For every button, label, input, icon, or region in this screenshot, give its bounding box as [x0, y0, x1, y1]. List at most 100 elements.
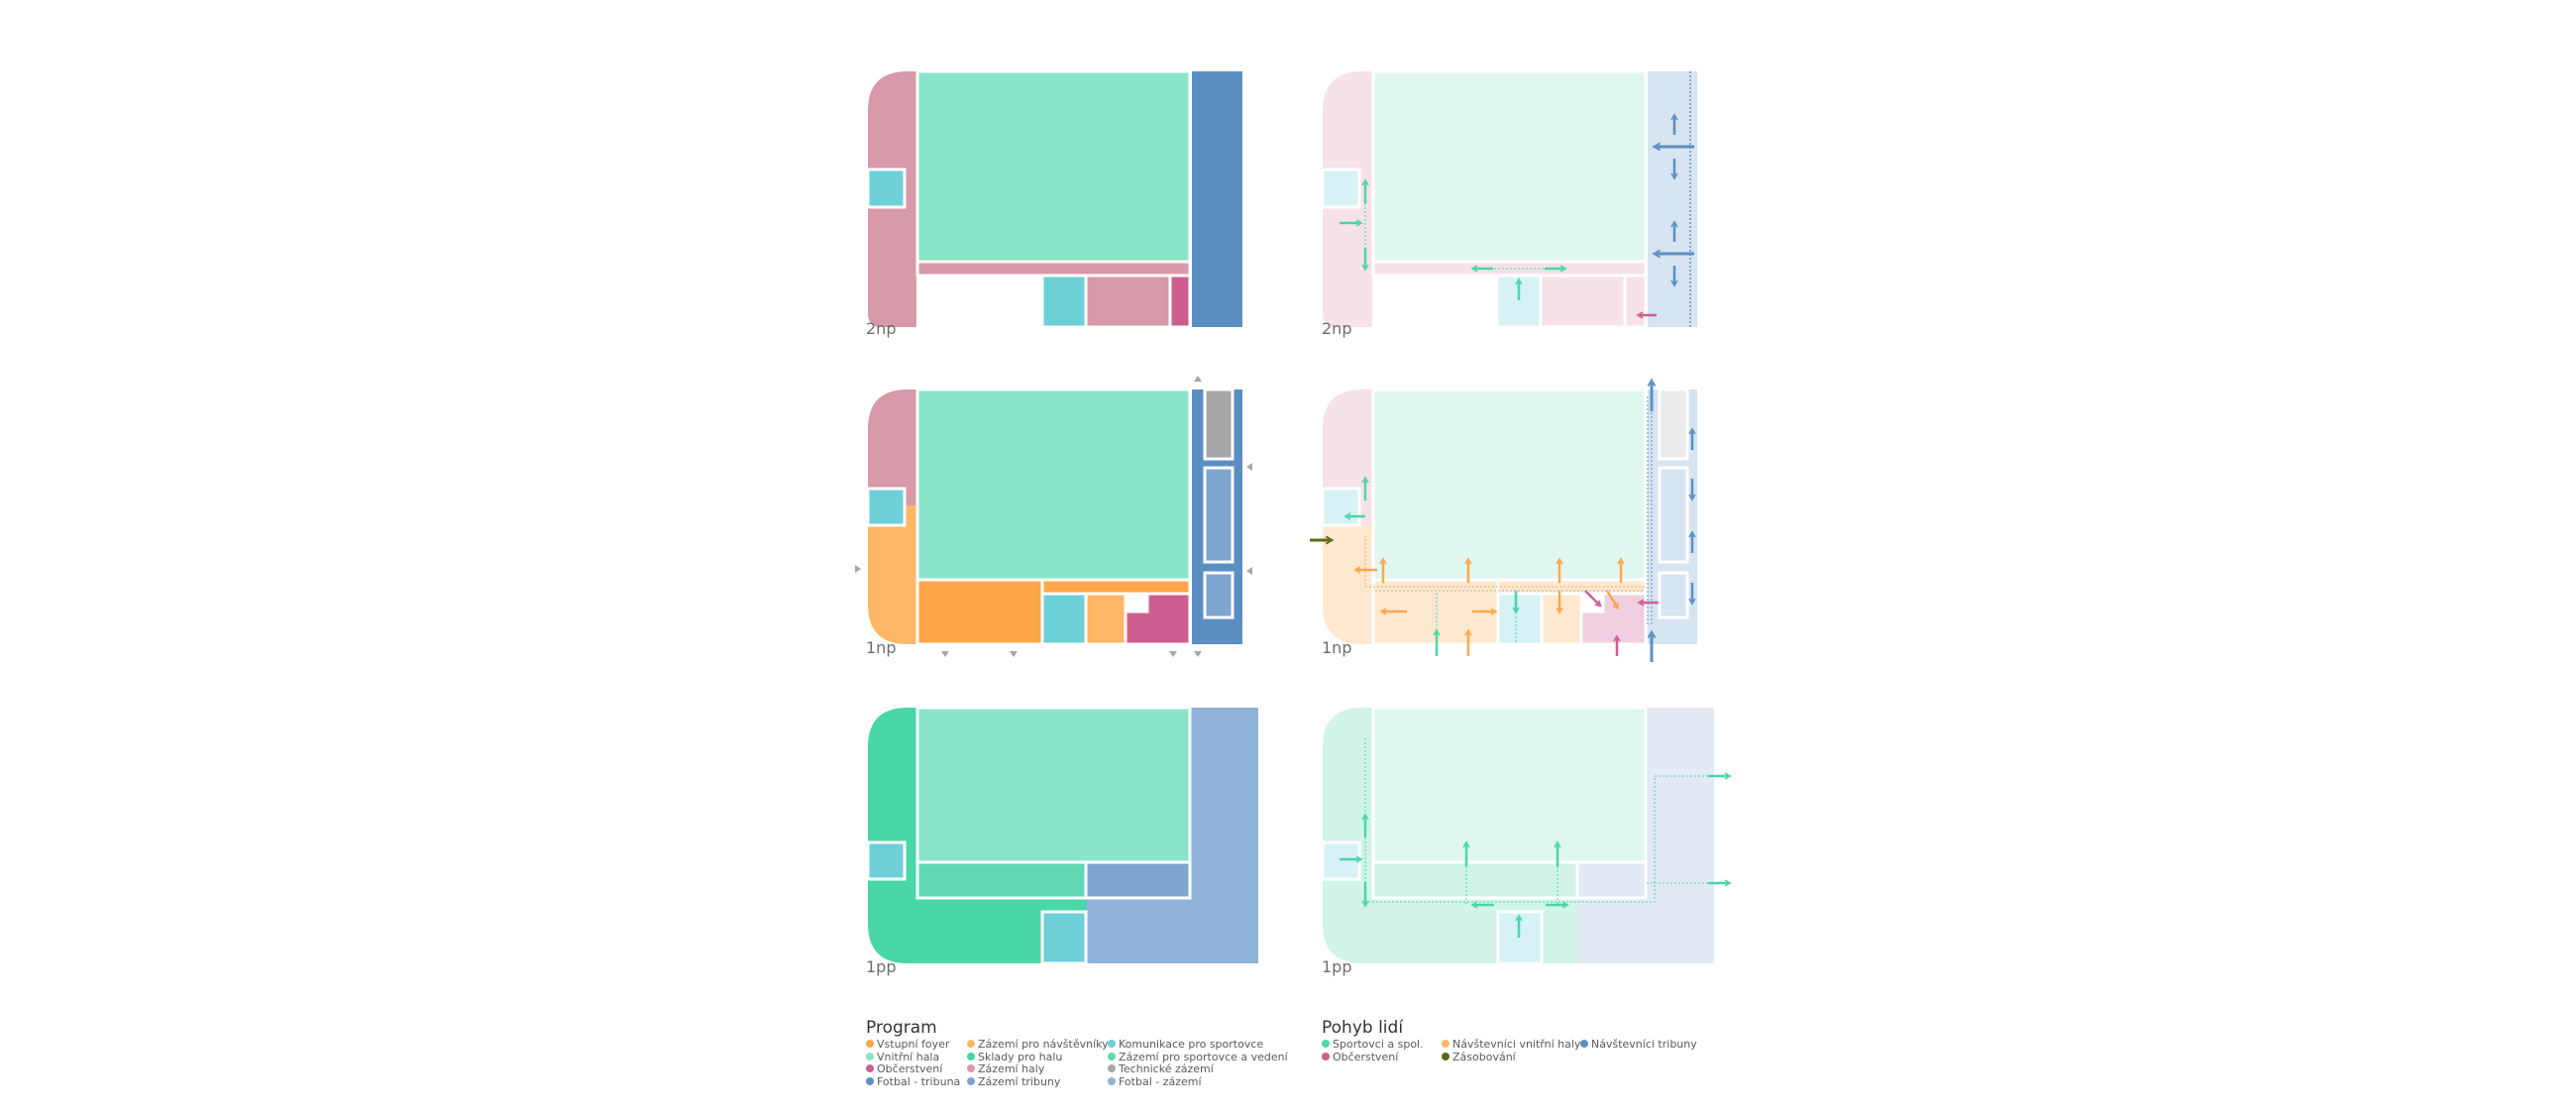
tribune-service-room-small [1658, 571, 1689, 619]
refreshment-flow-arrow [1584, 590, 1602, 608]
inner-hall [1371, 706, 1648, 864]
stair-core [1040, 274, 1088, 329]
technical-room [1658, 388, 1689, 461]
legend-label: Komunikace pro sportovce [1119, 1038, 1264, 1051]
visitor-service-room [1084, 592, 1127, 646]
athlete-communication [1321, 840, 1361, 881]
movement-plan-1pp [1321, 706, 1732, 965]
legend-item: Vstupní foyer [866, 1038, 949, 1051]
inner-hall [1371, 388, 1648, 582]
legend-swatch [1322, 1040, 1330, 1048]
legend-swatch [967, 1064, 975, 1072]
hall-corridor [1371, 260, 1648, 278]
visitor-flow-arrow [1605, 590, 1619, 611]
legend-label: Návštevníci tribuny [1591, 1038, 1697, 1051]
athlete-flow-path [1465, 862, 1558, 904]
floor-label-1np: 1np [1322, 638, 1352, 657]
legend-item: Komunikace pro sportovce [1108, 1038, 1263, 1051]
legend-item: Občerstvení [1322, 1051, 1398, 1063]
legend-item: Sportovci a spol. [1322, 1038, 1424, 1051]
refreshment-room [1579, 592, 1648, 646]
visitor-flow-path [1364, 535, 1645, 588]
entrance-marker [855, 565, 861, 573]
legend-swatch [967, 1040, 975, 1048]
hall-service-room [1539, 274, 1627, 329]
refreshment-room [1623, 274, 1648, 329]
entrance-marker [941, 651, 949, 657]
foyer-strip [1040, 578, 1192, 596]
legend-swatch [866, 1040, 874, 1048]
program-plan-2np [866, 69, 1242, 329]
visitor-service-room [1540, 592, 1583, 646]
hall-service-room [1084, 274, 1172, 329]
floor-label-1np: 1np [866, 638, 897, 657]
entrance-marker [1194, 651, 1202, 657]
movement-plan-1np [1310, 378, 1697, 662]
legend-item: Sklady pro halu [967, 1051, 1062, 1063]
legend-label: Zázemí haly [978, 1062, 1045, 1075]
entrance-foyer [915, 578, 1044, 646]
stair-core [1496, 592, 1544, 646]
entrance-marker [1246, 567, 1252, 575]
legend-title-movement: Pohyb lidí [1322, 1018, 1404, 1038]
legend-label: Zásobování [1452, 1050, 1516, 1063]
legend-swatch [967, 1076, 975, 1085]
athlete-service-room [915, 860, 1088, 900]
refreshment-room [1124, 592, 1192, 646]
legend-swatch [1322, 1052, 1330, 1060]
entrance-marker [1246, 463, 1252, 471]
legend-label: Zázemí tribuny [978, 1074, 1061, 1088]
legend-label: Návštevníci vnitřní haly [1452, 1038, 1581, 1051]
floor-label-2np: 2np [866, 319, 897, 338]
entrance-marker [1010, 651, 1018, 657]
legend-item: Zásobování [1442, 1051, 1516, 1063]
legend-item: Zázemí pro sportovce a vedení [1108, 1051, 1288, 1063]
stair-core [1040, 910, 1088, 965]
entrance-marker [1169, 651, 1177, 657]
tribune-service-room-small [1203, 571, 1234, 619]
legend-swatch [1108, 1052, 1116, 1060]
legend-label: Zázemí pro návštěvníky [978, 1038, 1109, 1051]
legend-label: Sklady pro halu [978, 1050, 1063, 1063]
inner-hall [915, 706, 1192, 864]
stair-core [1496, 910, 1544, 965]
athlete-communication [866, 840, 907, 881]
visitor-service-zone [868, 505, 916, 644]
athlete-service-room [1371, 860, 1579, 900]
stair-core [1040, 592, 1088, 646]
tribune-service-room [1575, 860, 1648, 900]
tribune-service-room [1084, 860, 1192, 900]
legend-item: Fotbal - zázemí [1108, 1075, 1202, 1088]
legend-swatch [1108, 1064, 1116, 1072]
legend-label: Fotbal - tribuna [877, 1074, 961, 1088]
legend-label: Fotbal - zázemí [1119, 1074, 1202, 1088]
legend-label: Sportovci a spol. [1333, 1038, 1424, 1051]
athlete-communication [866, 167, 907, 209]
legend-item: Fotbal - tribuna [866, 1075, 960, 1088]
athlete-flow-path [1364, 738, 1714, 903]
legend-item: Návštevníci tribuny [1580, 1038, 1697, 1051]
hall-corridor [915, 260, 1192, 278]
legend-swatch [1580, 1040, 1588, 1048]
technical-room [1203, 388, 1234, 461]
floor-label-1pp: 1pp [866, 957, 897, 976]
legend-swatch [866, 1052, 874, 1060]
legend-swatch [866, 1076, 874, 1085]
legend-item: Návštevníci vnitřní haly [1442, 1038, 1580, 1051]
legend-swatch [1108, 1076, 1116, 1085]
floor-label-1pp: 1pp [1322, 957, 1352, 976]
legend-label: Zázemí pro sportovce a vedení [1119, 1050, 1288, 1063]
inner-hall [1371, 69, 1648, 264]
legend-label: Technické zázemí [1119, 1062, 1214, 1075]
athlete-communication [1321, 487, 1361, 527]
tribune-service-room [1658, 466, 1689, 564]
legend-label: Vnitřní hala [877, 1050, 940, 1063]
program-plan-1pp [866, 706, 1258, 965]
movement-plan-2np [1321, 69, 1697, 329]
legend-label: Občerstvení [877, 1062, 943, 1075]
legend-item: Technické zázemí [1108, 1062, 1214, 1075]
legend-swatch [866, 1064, 874, 1072]
legend-swatch [1108, 1040, 1116, 1048]
visitor-service-zone [1323, 525, 1372, 644]
